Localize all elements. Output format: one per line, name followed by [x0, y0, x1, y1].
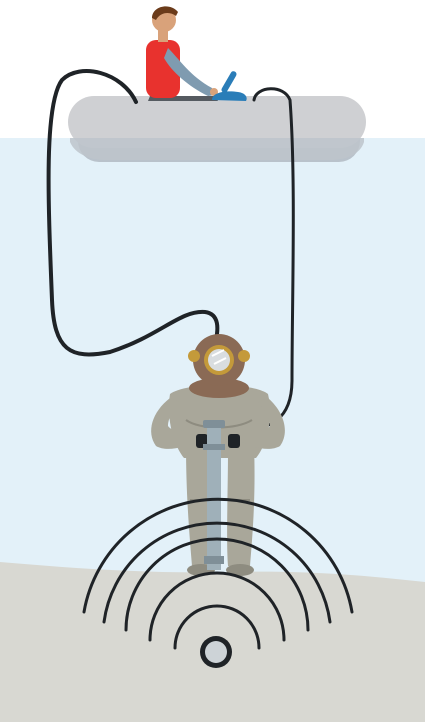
pipe-band-top	[203, 444, 225, 450]
controller	[212, 70, 247, 101]
controller-antenna	[220, 70, 237, 94]
diver-glove-right	[228, 434, 240, 448]
diver-leg-right	[227, 444, 254, 566]
boat-waterline	[70, 138, 364, 160]
inflatable-boat	[68, 96, 366, 162]
pipe-cap	[203, 420, 225, 428]
signal-source-inner	[205, 641, 227, 663]
helmet-port-left	[188, 350, 200, 362]
signal-source	[200, 636, 232, 668]
helmet-port-right	[238, 350, 250, 362]
pipe-band-bottom	[204, 556, 224, 564]
surface-operator	[146, 6, 218, 101]
